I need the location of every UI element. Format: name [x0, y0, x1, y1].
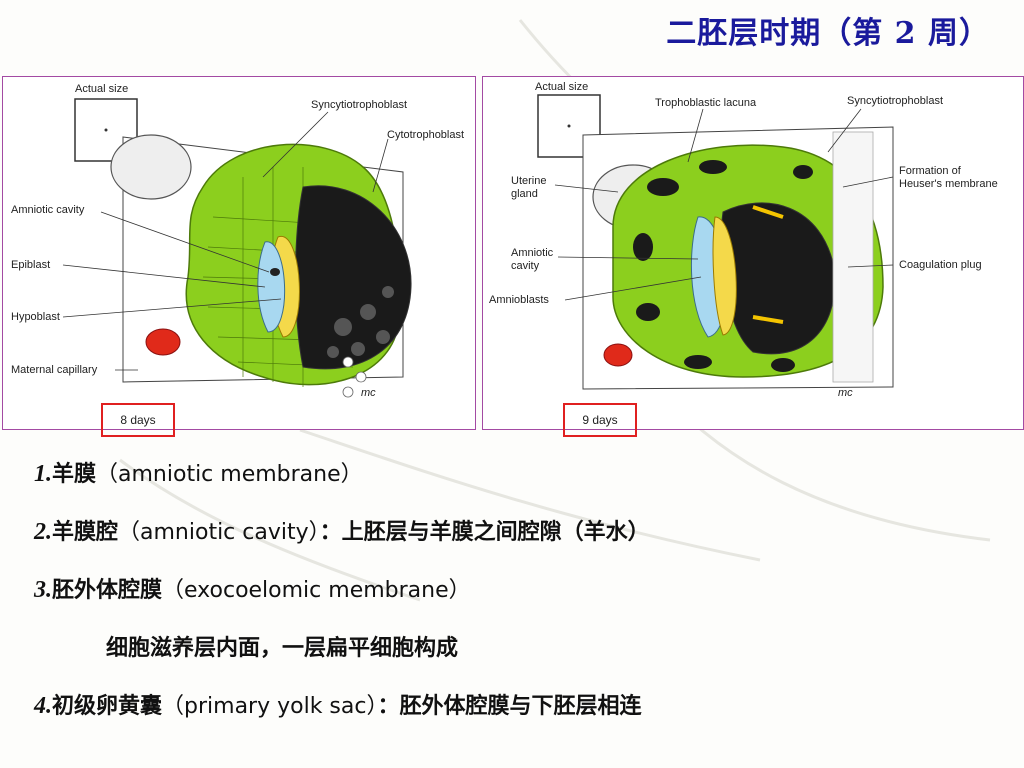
- endometrium-cells: [342, 356, 367, 398]
- item-term-cn: 胚外体腔膜: [52, 577, 163, 603]
- item-description: ：上胚层与羊膜之间腔隙（羊水）: [319, 519, 650, 545]
- label-uterine-gland: Uterine gland: [511, 175, 547, 200]
- item-term-en: （exocoelomic membrane）: [162, 578, 471, 603]
- actual-size-label: Actual size: [75, 83, 129, 95]
- item-number: 4.: [34, 693, 52, 719]
- item-description: ：胚外体腔膜与下胚层相连: [377, 693, 642, 719]
- embryo-8-days-illustration: [62, 98, 412, 429]
- actual-size-label: Actual size: [535, 81, 589, 93]
- item-number: 2.: [34, 519, 52, 545]
- maternal-capillary-shape: [145, 328, 181, 356]
- label-formation-heuser-membrane: Formation of Heuser's membrane: [899, 165, 998, 190]
- hypoblast-shape: [712, 216, 737, 336]
- label-cytotrophoblast: Cytotrophoblast: [387, 129, 465, 141]
- embryo-9-days-illustration: [537, 94, 894, 390]
- label-syncytiotrophoblast: Syncytiotrophoblast: [847, 95, 943, 107]
- label-amniotic-cavity: Amniotic cavity: [511, 247, 554, 272]
- signature: mc: [361, 387, 376, 399]
- item-term-cn: 羊膜: [52, 461, 97, 487]
- amniotic-cavity-shape: [270, 268, 280, 276]
- label-syncytiotrophoblast: Syncytiotrophoblast: [311, 99, 407, 111]
- coagulation-plug-cells: [832, 131, 874, 383]
- maternal-capillary-shape: [603, 343, 633, 367]
- label-coagulation-plug: Coagulation plug: [899, 259, 982, 271]
- item-term-cn: 初级卵黄囊: [52, 693, 163, 719]
- list-item-3-detail: 细胞滋养层内面，一层扁平细胞构成: [106, 630, 458, 662]
- label-epiblast: Epiblast: [11, 259, 51, 271]
- item-description: 细胞滋养层内面，一层扁平细胞构成: [106, 635, 459, 661]
- list-item-2: 2.羊膜腔（amniotic cavity）：上胚层与羊膜之间腔隙（羊水）: [34, 514, 650, 546]
- label-amnioblasts: Amnioblasts: [489, 294, 549, 306]
- item-term-cn: 羊膜腔: [52, 519, 119, 545]
- item-term-en: （amniotic membrane）: [96, 462, 363, 487]
- days-badge-8: 8 days: [101, 403, 175, 437]
- signature: mc: [838, 387, 853, 399]
- uterine-gland-shape: [110, 134, 192, 200]
- figure-9-days: Actual size Trophoblastic lacuna Syncyti…: [482, 76, 1024, 437]
- item-number: 3.: [34, 577, 52, 603]
- item-number: 1.: [34, 461, 52, 487]
- label-maternal-capillary: Maternal capillary: [11, 364, 98, 376]
- item-term-en: （primary yolk sac）: [162, 694, 378, 719]
- label-amniotic-cavity: Amniotic cavity: [11, 204, 85, 216]
- trophoblastic-lacunae: [633, 160, 813, 372]
- item-term-en: （amniotic cavity）: [118, 520, 320, 545]
- epiblast-shape: [257, 241, 285, 333]
- label-trophoblastic-lacuna: Trophoblastic lacuna: [655, 97, 757, 109]
- list-item-3: 3.胚外体腔膜（exocoelomic membrane）: [34, 572, 471, 604]
- label-hypoblast: Hypoblast: [11, 311, 60, 323]
- list-item-4: 4.初级卵黄囊（primary yolk sac）：胚外体腔膜与下胚层相连: [34, 688, 642, 720]
- figure-8-days: Actual size Syncytiotrophoblast Cytotrop…: [2, 76, 476, 437]
- days-badge-9: 9 days: [563, 403, 637, 437]
- page-title: 二胚层时期（第 2 周）: [666, 16, 990, 51]
- list-item-1: 1.羊膜（amniotic membrane）: [34, 456, 363, 488]
